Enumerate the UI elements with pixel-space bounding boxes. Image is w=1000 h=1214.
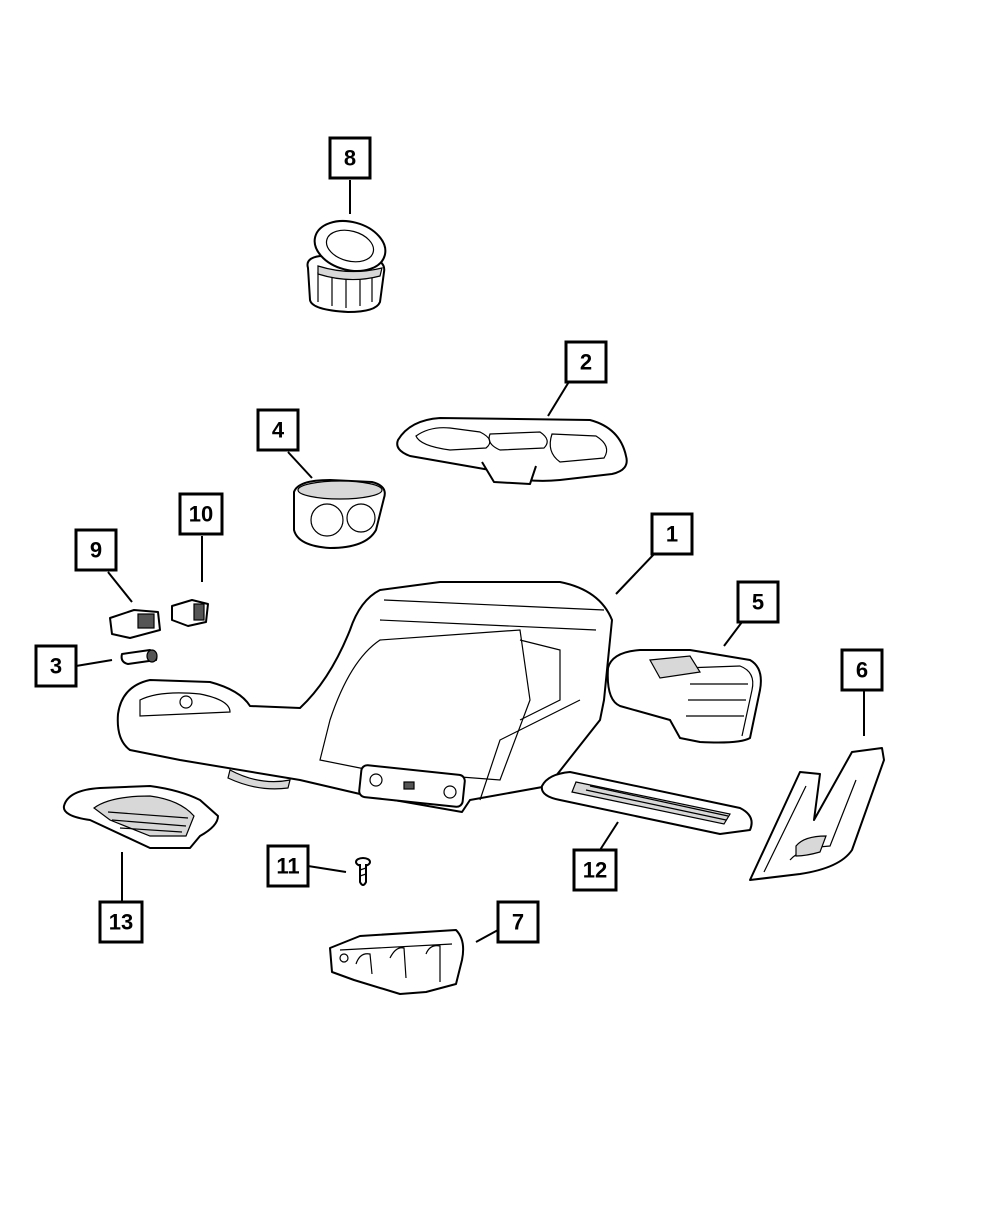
callout-9: 9	[74, 528, 118, 572]
part-11-screw	[355, 857, 371, 886]
leader-lines	[75, 180, 865, 943]
part-8-lidded-cup-holder	[306, 220, 387, 313]
part-6-side-trim	[749, 747, 885, 881]
svg-text:3: 3	[50, 654, 62, 679]
callout-8: 8	[328, 136, 372, 180]
svg-text:1: 1	[666, 522, 678, 547]
part-2-console-bezel	[396, 417, 628, 485]
callout-10: 10	[178, 492, 224, 536]
leader-1	[615, 551, 657, 595]
leader-3	[75, 659, 113, 667]
callout-4: 4	[256, 408, 300, 452]
callout-7: 7	[496, 900, 540, 944]
svg-text:11: 11	[276, 854, 299, 879]
leader-9	[107, 571, 133, 603]
part-1-floor-console	[116, 581, 613, 813]
svg-text:12: 12	[583, 858, 607, 883]
part-3-power-outlet	[120, 649, 158, 665]
leader-7	[475, 929, 499, 943]
callout-13: 13	[98, 900, 144, 944]
part-13-floor-mat-tray	[62, 785, 219, 849]
svg-text:5: 5	[752, 590, 764, 615]
leader-4	[287, 451, 313, 479]
svg-text:8: 8	[344, 146, 356, 171]
callout-11: 11	[266, 844, 310, 888]
leader-12	[599, 821, 619, 851]
leader-11	[307, 865, 347, 873]
leader-2	[547, 379, 571, 417]
callout-12: 12	[572, 848, 618, 892]
part-7-bracket	[329, 929, 465, 995]
svg-text:10: 10	[189, 502, 213, 527]
part-9-switch	[109, 609, 161, 639]
part-10-connector	[171, 599, 209, 627]
part-12-console-mat	[540, 771, 753, 835]
svg-text:4: 4	[272, 418, 285, 443]
svg-text:6: 6	[856, 658, 868, 683]
part-4-dual-cup-holder	[293, 479, 386, 549]
callout-2: 2	[564, 340, 608, 384]
leader-5	[723, 621, 743, 647]
callout-5: 5	[736, 580, 780, 624]
svg-text:13: 13	[109, 910, 133, 935]
callout-1: 1	[650, 512, 694, 556]
svg-text:9: 9	[90, 538, 102, 563]
svg-text:2: 2	[580, 350, 592, 375]
callout-3: 3	[34, 644, 78, 688]
svg-text:7: 7	[512, 910, 524, 935]
callout-6: 6	[840, 648, 884, 692]
part-5-rear-cup-holder	[606, 649, 762, 744]
